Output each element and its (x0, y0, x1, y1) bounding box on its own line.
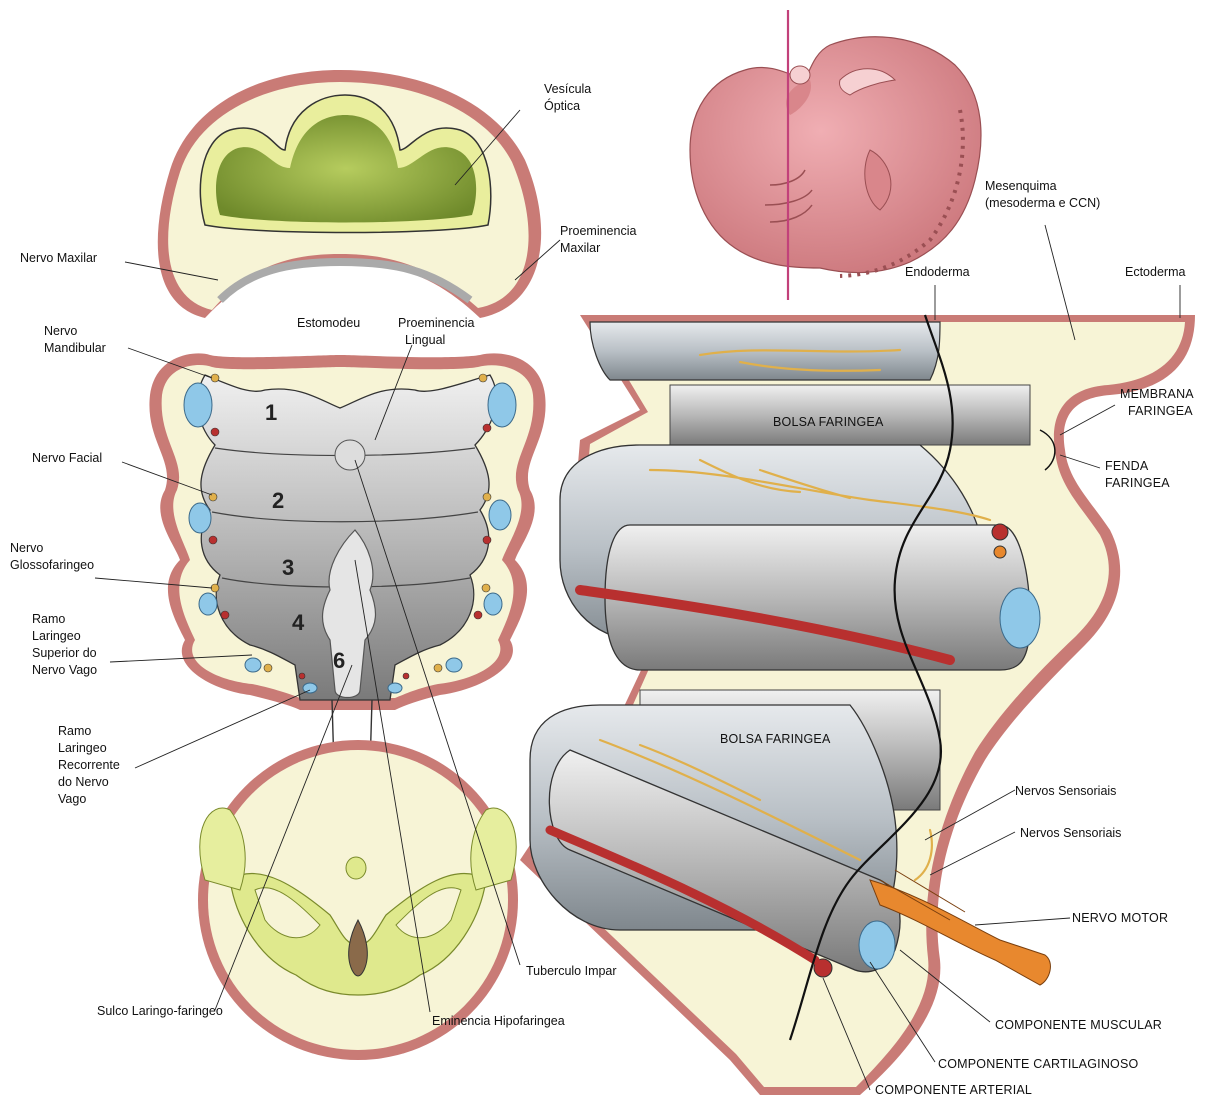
label-membrana-faringea-2: FARINGEA (1128, 404, 1193, 418)
label-componente-muscular: COMPONENTE MUSCULAR (995, 1018, 1162, 1032)
label-proeminencia-lingual-1: Proeminencia (398, 316, 474, 330)
label-ramo-laringeo-superior-2: Laringeo (32, 629, 81, 643)
label-ramo-laringeo-recorrente-5: Vago (58, 792, 86, 806)
label-fenda-faringea-2: FARINGEA (1105, 476, 1170, 490)
label-mesenquima-2: (mesoderma e CCN) (985, 196, 1100, 210)
label-estomodeu: Estomodeu (297, 316, 360, 330)
label-tuberculo-impar: Tuberculo Impar (526, 964, 617, 978)
label-ectoderma: Ectoderma (1125, 265, 1185, 279)
label-vesicula-optica-1: Vesícula (544, 82, 591, 96)
label-bolsa-faringea-1: BOLSA FARINGEA (773, 415, 884, 429)
label-ramo-laringeo-recorrente-2: Laringeo (58, 741, 107, 755)
head-cross-section (158, 70, 541, 318)
label-proeminencia-maxilar-2: Maxilar (560, 241, 600, 255)
label-nervo-glossofaringeo-2: Glossofaringeo (10, 558, 94, 572)
label-ramo-laringeo-recorrente-3: Recorrente (58, 758, 120, 772)
label-mesenquima-1: Mesenquima (985, 179, 1057, 193)
label-nervo-mandibular-1: Nervo (44, 324, 77, 338)
label-componente-arterial: COMPONENTE ARTERIAL (875, 1083, 1032, 1097)
arch-number-6: 6 (333, 648, 345, 673)
tuberculo-impar-shape (335, 440, 365, 470)
label-nervos-sensoriais-2: Nervos Sensoriais (1020, 826, 1121, 840)
label-eminencia-hipofaringea: Eminencia Hipofaringea (432, 1014, 565, 1028)
pharyngeal-arches-3d (520, 315, 1195, 1095)
label-nervos-sensoriais-1: Nervos Sensoriais (1015, 784, 1116, 798)
label-membrana-faringea-1: MEMBRANA (1120, 387, 1194, 401)
label-ramo-laringeo-recorrente-1: Ramo (58, 724, 91, 738)
label-fenda-faringea-1: FENDA (1105, 459, 1149, 473)
label-sulco-laringo-faringeo: Sulco Laringo-faringeo (97, 1004, 223, 1018)
arch-number-2: 2 (272, 488, 284, 513)
embryo-illustration (690, 10, 981, 300)
label-nervo-facial: Nervo Facial (32, 451, 102, 465)
arch-number-4: 4 (292, 610, 305, 635)
label-bolsa-faringea-2: BOLSA FARINGEA (720, 732, 831, 746)
label-ramo-laringeo-recorrente-4: do Nervo (58, 775, 109, 789)
label-nervo-maxilar: Nervo Maxilar (20, 251, 97, 265)
label-componente-cartilaginoso: COMPONENTE CARTILAGINOSO (938, 1057, 1139, 1071)
label-ramo-laringeo-superior-4: Nervo Vago (32, 663, 97, 677)
label-proeminencia-maxilar-1: Proeminencia (560, 224, 636, 238)
label-ramo-laringeo-superior-1: Ramo (32, 612, 65, 626)
arch-number-3: 3 (282, 555, 294, 580)
label-vesicula-optica-2: Óptica (544, 98, 580, 113)
label-endoderma: Endoderma (905, 265, 970, 279)
lower-cross-section (198, 740, 518, 1060)
label-nervo-glossofaringeo-1: Nervo (10, 541, 43, 555)
label-nervo-motor: NERVO MOTOR (1072, 911, 1168, 925)
label-proeminencia-lingual-2: Lingual (405, 333, 445, 347)
label-ramo-laringeo-superior-3: Superior do (32, 646, 97, 660)
label-nervo-mandibular-2: Mandibular (44, 341, 106, 355)
arch-number-1: 1 (265, 400, 277, 425)
